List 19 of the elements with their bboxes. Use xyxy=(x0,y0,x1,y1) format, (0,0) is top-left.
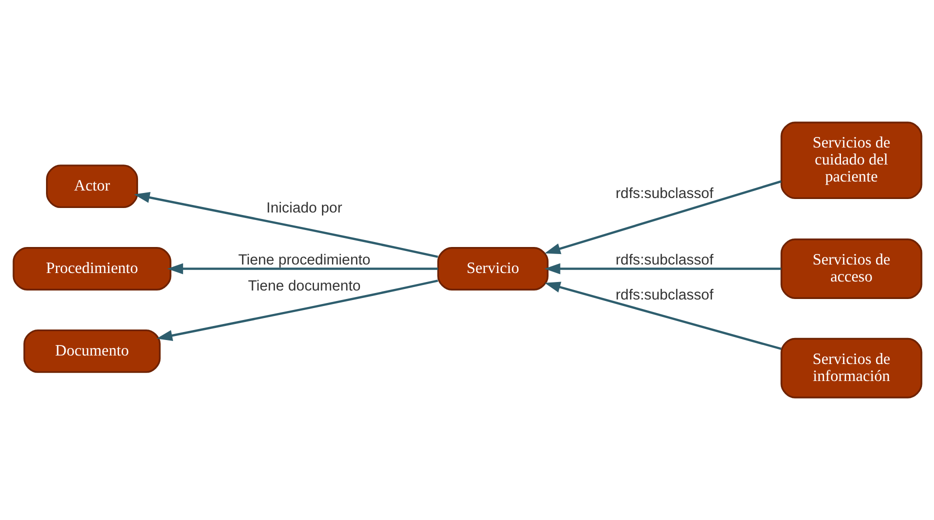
node-box: Documento xyxy=(22,329,160,373)
arrow xyxy=(133,192,438,258)
arrow xyxy=(544,282,781,350)
edge-label: rdfs:subclassof xyxy=(615,186,713,202)
edge-label: Tiene documento xyxy=(247,278,360,295)
node-box: Servicios de información xyxy=(780,338,922,398)
node-box: Servicio xyxy=(436,247,548,290)
node-box: Actor xyxy=(46,164,138,208)
node-box: Servicios de acceso xyxy=(780,238,922,299)
arrow xyxy=(156,280,438,342)
arrow xyxy=(166,263,438,274)
arrow xyxy=(544,263,781,274)
edge-label: Tiene procedimiento xyxy=(238,252,370,269)
node-box: Procedimiento xyxy=(12,247,171,290)
edge-label: rdfs:subclassof xyxy=(615,252,713,269)
edge-label: rdfs:subclassof xyxy=(615,288,713,304)
node-box: Servicios de cuidado del paciente xyxy=(780,122,922,200)
arrow xyxy=(544,180,782,254)
edge-label: Iniciado por xyxy=(266,200,342,217)
